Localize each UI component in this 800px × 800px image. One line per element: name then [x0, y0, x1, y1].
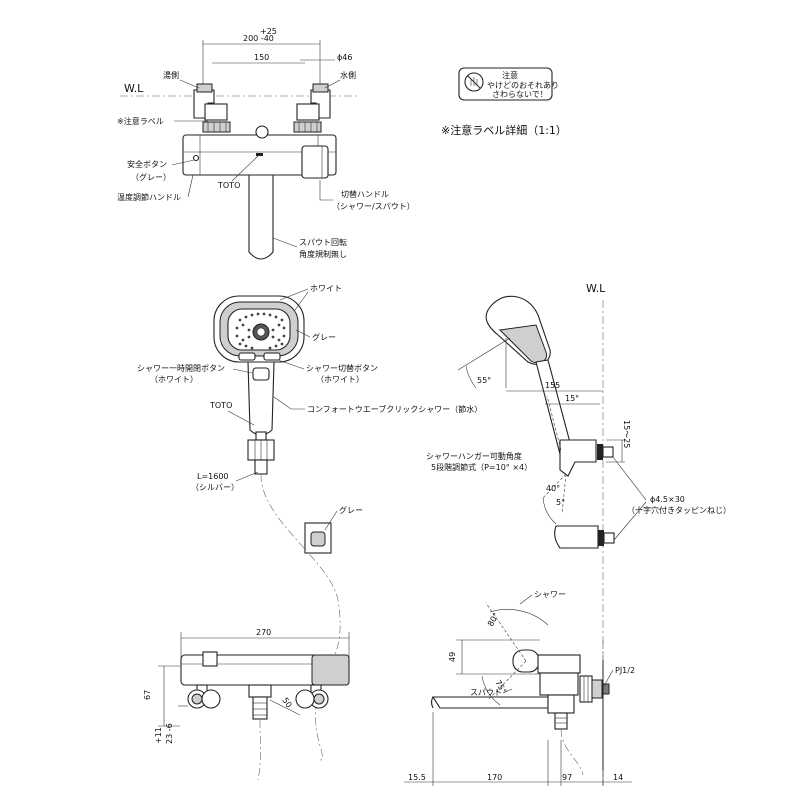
dim-270: 270	[256, 628, 271, 637]
shower-head-view: ホワイト グレー シャワー一時開閉ボタン （ホワイト） シャワー切替ボタン （ホ…	[137, 284, 482, 761]
cold-inlet-nut	[312, 83, 329, 93]
dim-15-25: 15～25	[622, 420, 631, 448]
hose-fitting	[254, 459, 268, 475]
toto-label-top: TOTO	[217, 181, 240, 190]
pause-button-label: シャワー一時開閉ボタン	[137, 364, 225, 373]
cold-side-label: 水側	[340, 70, 356, 80]
top-view: +25 200 -40 150 ϕ46 W.L	[117, 27, 415, 260]
spout-rotation-line1: スパウト回転	[299, 238, 347, 247]
bottom-right-view: 80° 75° シャワー スパウト 49 PJ1/2 15.5 170 97 1…	[404, 590, 635, 786]
angle-55: 55°	[477, 376, 491, 385]
switch-button-color: （ホワイト）	[316, 375, 364, 384]
caution-line1: 注意	[502, 70, 518, 80]
bottom-left-view: 270 67 +11 23 -6 50	[143, 628, 350, 781]
caution-line3: さわらないで！	[492, 90, 548, 99]
caution-detail-title: ※注意ラベル詳細（1:1）	[441, 123, 567, 137]
switch-handle-label: 切替ハンドル	[341, 189, 389, 199]
grey-label-head: グレー	[312, 332, 336, 342]
side-view: W.L 55° 155 15° 15～25 シャワーハンガー可動角度 5段階調節…	[426, 282, 731, 785]
caution-label-box	[458, 67, 553, 101]
product-name-label: コンフォートウエーブクリックシャワー（節水）	[307, 404, 482, 414]
hanger-side	[559, 439, 597, 477]
hot-inlet-nut	[196, 83, 213, 93]
spout-side	[431, 696, 549, 709]
hanger-angle-label: シャワーハンガー可動角度	[426, 451, 522, 461]
switch-button-label: シャワー切替ボタン	[306, 363, 378, 373]
hot-side-label: 湯側	[163, 70, 179, 80]
dim-67: 67	[143, 690, 152, 700]
wl-label-side: W.L	[586, 282, 606, 295]
switch-handle	[301, 145, 329, 179]
angle-40: 40°	[546, 484, 560, 493]
shower-direction-label: シャワー	[534, 590, 566, 599]
angle-15: 15°	[565, 394, 579, 403]
caution-line2: やけどのおそれあり	[487, 81, 559, 90]
wl-label-top: W.L	[124, 82, 144, 95]
dim-15-5: 15.5	[408, 773, 426, 782]
temp-handle-label: 温度調節ハンドル	[117, 192, 181, 202]
hot-inlet-elbow	[193, 89, 215, 119]
white-label-1: ホワイト	[310, 284, 342, 293]
spout-rotation-line2: 角度規制無し	[299, 249, 347, 259]
dim-tolerance-plus: +25	[260, 27, 277, 36]
switch-handle-front	[311, 654, 350, 686]
safety-button-dot	[192, 154, 200, 162]
dim-14: 14	[613, 773, 623, 782]
dim-150: 150	[254, 53, 269, 62]
spout-top	[248, 174, 274, 260]
shower-pause-button	[252, 367, 270, 381]
dim-50: 50	[280, 696, 293, 710]
hose-color-label: （シルバー）	[191, 483, 239, 492]
pause-button-color: （ホワイト）	[150, 375, 198, 384]
spout-direction-label: スパウト	[470, 688, 502, 697]
angle-80: 80°	[486, 611, 501, 628]
hanger-steps-label: 5段階調節式（P=10° ×4）	[431, 462, 532, 472]
shower-hose-path	[260, 473, 341, 761]
screw-size-label: ϕ4.5×30	[650, 495, 685, 504]
spout-joint	[255, 125, 269, 139]
hanger-bracket	[554, 525, 599, 549]
dim-49: 49	[448, 652, 457, 662]
safety-button-color: （グレー）	[131, 172, 171, 182]
dim-97: 97	[562, 773, 572, 782]
dim-11: +11	[154, 727, 163, 744]
safety-button-label: 安全ボタン	[127, 159, 167, 169]
screw-type-label: （十字穴付きタッピンねじ）	[627, 505, 731, 515]
hanger-grey-label: グレー	[339, 505, 363, 515]
dim-155: 155	[545, 381, 560, 390]
switch-handle-mode: （シャワー/スパウト）	[332, 202, 415, 211]
dim-tolerance: 200 -40	[243, 34, 274, 43]
dim-pipe: ϕ46	[337, 53, 352, 62]
angle-5: 5°	[556, 498, 565, 507]
toto-label-shower: TOTO	[209, 401, 232, 410]
caution-label-text: ※注意ラベル	[117, 116, 164, 126]
caution-label-detail: 注意 やけどのおそれあり さわらないで！ ※注意ラベル詳細（1:1）	[441, 67, 567, 137]
pj-label: PJ1/2	[615, 666, 635, 675]
hose-length-label: L=1600	[197, 472, 229, 481]
dim-23: 23 -6	[165, 723, 174, 744]
dim-170: 170	[487, 773, 502, 782]
